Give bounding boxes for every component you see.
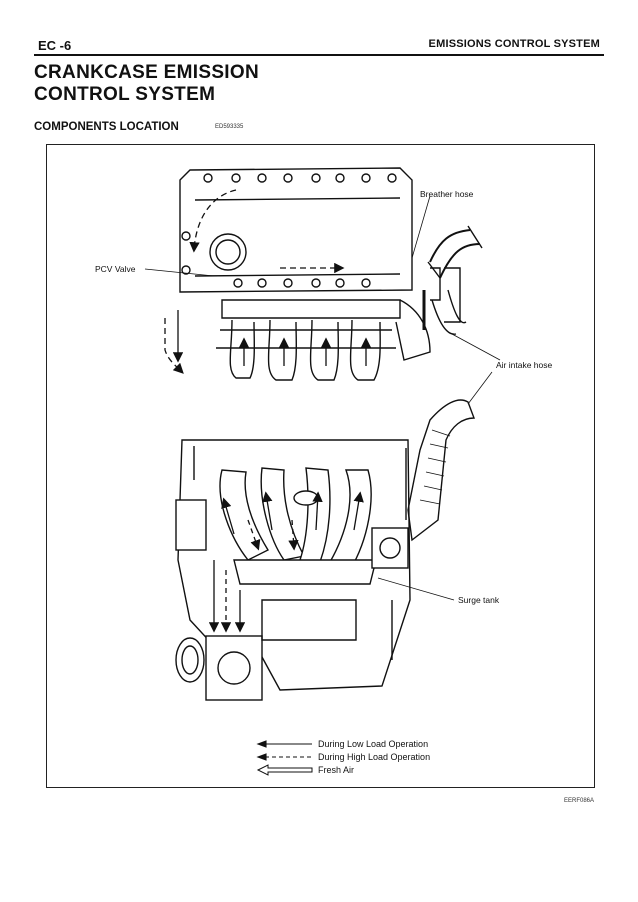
label-breather-hose: Breather hose	[420, 189, 474, 199]
label-pcv-valve: PCV Valve	[95, 264, 136, 274]
legend-hollow-arrow	[256, 764, 313, 776]
header-rule	[34, 54, 604, 56]
legend-dashed-arrow	[256, 753, 312, 761]
bottom-engine-illustration	[175, 399, 476, 701]
legend: During Low Load Operation During High Lo…	[256, 739, 430, 776]
bottom-flow-arrows	[208, 491, 364, 633]
legend-fresh-air: Fresh Air	[318, 765, 354, 775]
page-title-line-1: CRANKCASE EMISSION	[34, 62, 259, 83]
section-heading: COMPONENTS LOCATION	[34, 121, 179, 133]
figure-frame	[46, 144, 595, 788]
section-title: EMISSIONS CONTROL SYSTEM	[428, 38, 600, 50]
legend-low-load: During Low Load Operation	[318, 739, 428, 749]
top-leader-lines	[144, 195, 501, 361]
label-surge-tank: Surge tank	[458, 595, 500, 605]
page-number: EC -6	[38, 38, 72, 53]
legend-high-load: During High Load Operation	[318, 752, 430, 762]
label-air-intake-hose: Air intake hose	[496, 360, 552, 370]
legend-solid-arrow	[256, 740, 312, 748]
page-title-line-2: CONTROL SYSTEM	[34, 84, 216, 105]
top-flow-arrows	[164, 189, 426, 374]
top-engine-illustration	[179, 167, 483, 381]
page-title: CRANKCASE EMISSION CONTROL SYSTEM	[34, 62, 259, 106]
figure-code: EERF086A	[563, 798, 594, 804]
section-code: ED593335	[215, 124, 244, 130]
bottom-leader-lines	[377, 371, 493, 601]
